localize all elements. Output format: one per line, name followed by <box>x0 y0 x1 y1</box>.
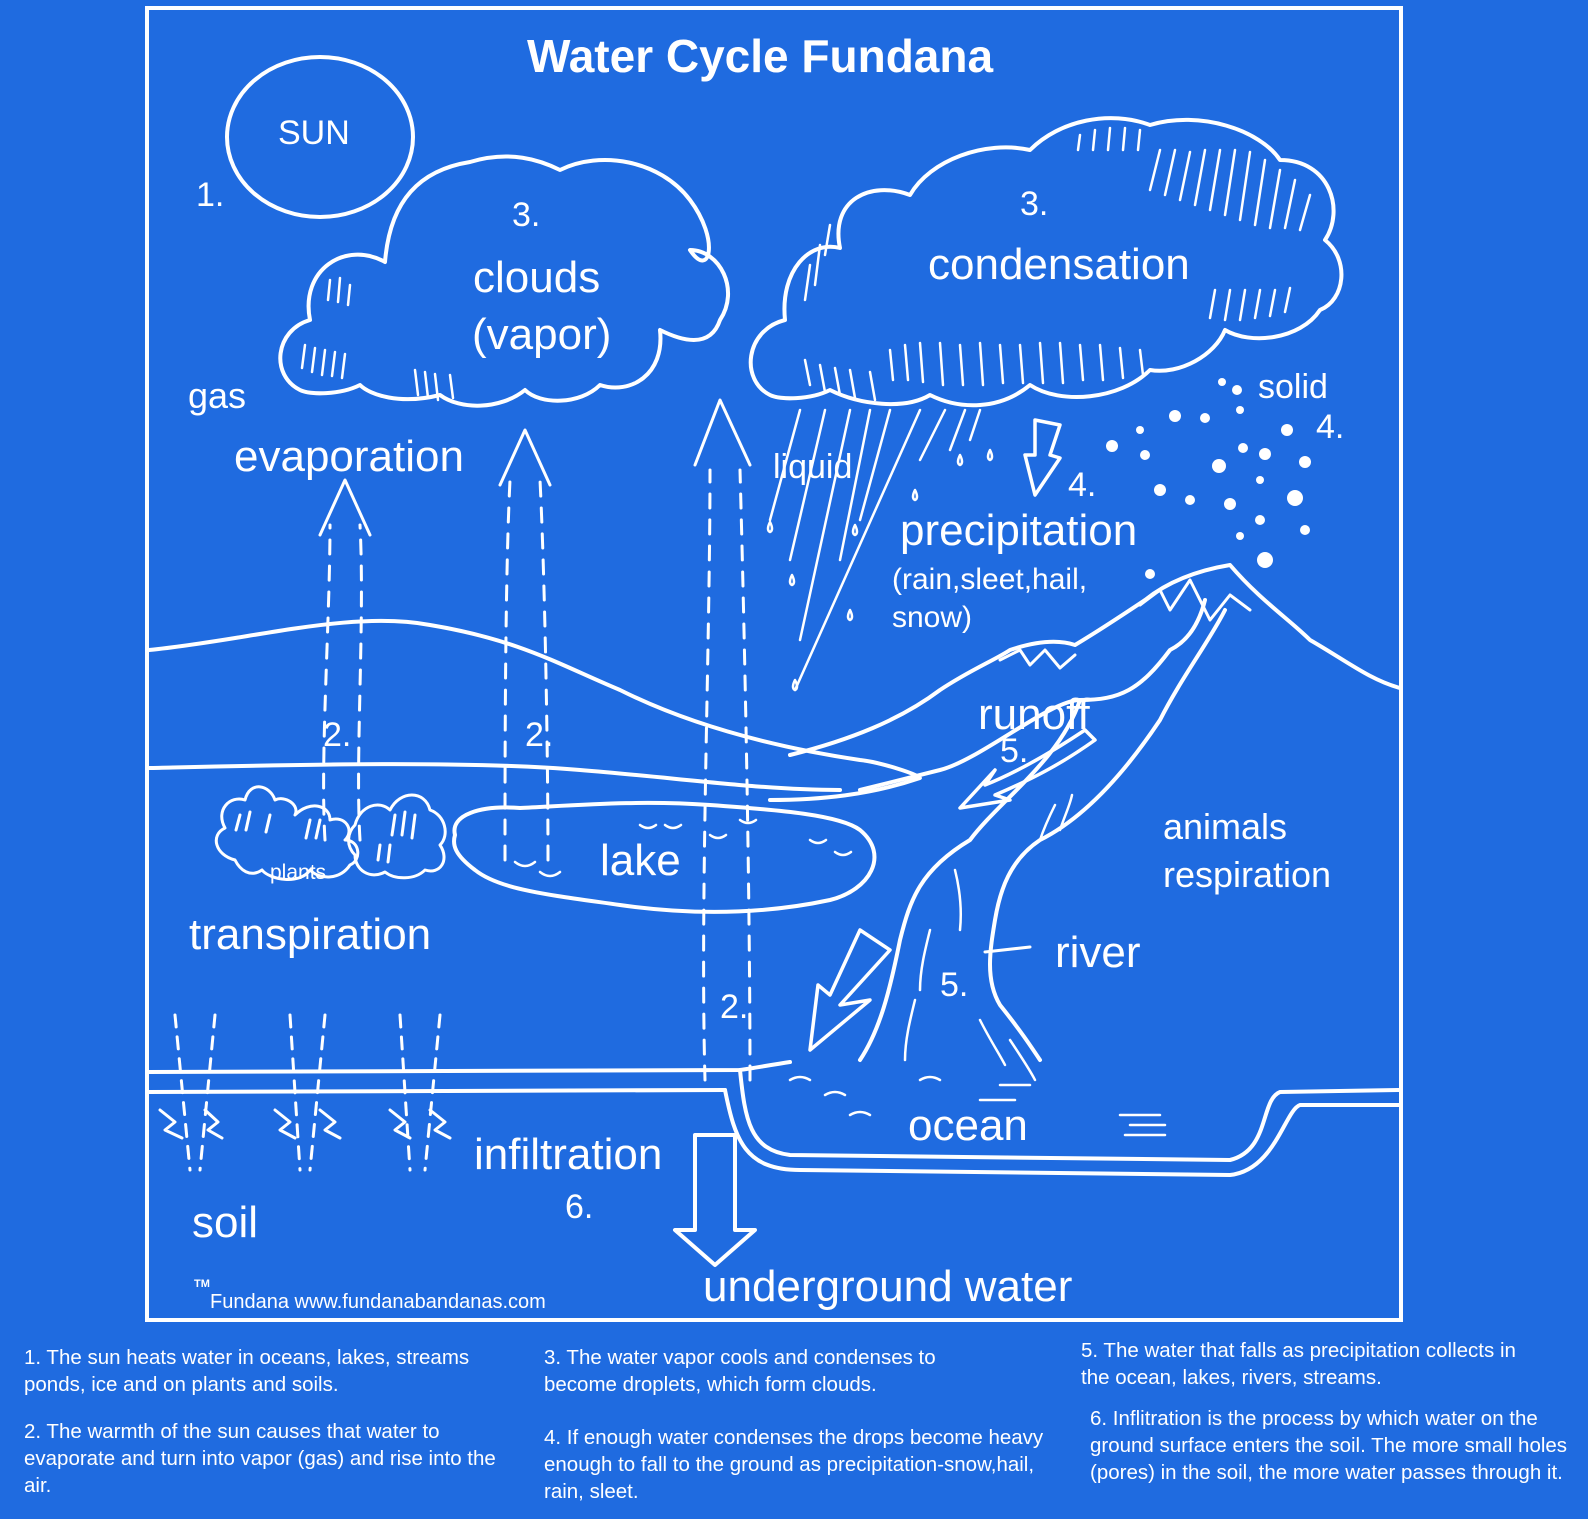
infiltration-step-number: 6. <box>565 1188 594 1226</box>
condensation-label: condensation <box>928 240 1190 289</box>
note-2: 2. The warmth of the sun causes that wat… <box>24 1420 496 1497</box>
sun-circle <box>225 55 415 219</box>
cloud-condensation-shading <box>803 126 1312 402</box>
step-2-label-c: 2. <box>720 988 749 1026</box>
vapor-label: (vapor) <box>472 310 612 359</box>
solid-label: solid <box>1258 368 1328 406</box>
precipitation-label: precipitation <box>900 506 1138 555</box>
underground-water-label: underground water <box>703 1262 1073 1311</box>
evaporation-arrowheads <box>318 398 752 537</box>
credit-line: Fundana www.fundanabandanas.com <box>210 1291 546 1313</box>
trademark-mark: TM <box>194 1278 210 1290</box>
far-hill <box>147 618 922 802</box>
snow-dots <box>1106 378 1311 579</box>
ground-line-top <box>147 1060 792 1074</box>
mountain-snowcap-left <box>998 648 1077 670</box>
lake-ripples <box>513 818 853 878</box>
infiltration-zigzags <box>158 1108 452 1140</box>
ocean-waves <box>788 1075 1167 1137</box>
middle-land <box>147 762 842 792</box>
animals-label: animals <box>1163 806 1288 847</box>
ocean-arrow <box>808 928 892 1052</box>
rain-streaks <box>768 408 982 692</box>
river-label: river <box>1055 928 1141 977</box>
runoff-arrow <box>958 728 1097 810</box>
cloud-vapor <box>278 154 731 408</box>
mountain-right <box>788 563 1402 757</box>
mountain-snowcap-right <box>1138 578 1252 622</box>
lake-outline <box>452 800 877 914</box>
runoff-label: runoff <box>978 690 1090 739</box>
soil-label: soil <box>192 1198 259 1247</box>
lake-label: lake <box>600 836 681 885</box>
underground-arrow <box>673 1133 757 1267</box>
clouds-step-number: 3. <box>512 196 541 234</box>
infiltration-label: infiltration <box>474 1130 663 1179</box>
note-3: 3. The water vapor cools and condenses t… <box>544 1346 936 1396</box>
infiltration-arrows <box>173 1013 442 1172</box>
precipitation-step-number: 4. <box>1068 466 1097 504</box>
respiration-label: respiration <box>1163 854 1332 895</box>
diagram-title: Water Cycle Fundana <box>527 30 994 82</box>
solid-step-number: 4. <box>1316 408 1345 446</box>
runoff-step-number: 5. <box>1000 732 1029 770</box>
step-2-label-b: 2. <box>525 716 554 754</box>
note-1: 1. The sun heats water in oceans, lakes,… <box>24 1346 470 1396</box>
note-5: 5. The water that falls as precipitation… <box>1081 1339 1516 1389</box>
river-banks <box>858 598 1227 1062</box>
step-2-label-a: 2. <box>323 716 352 754</box>
sun-label: SUN <box>278 114 350 152</box>
evaporation-label: evaporation <box>234 432 464 481</box>
diagram-frame <box>145 6 1403 1322</box>
step-1-label: 1. <box>196 176 225 214</box>
cloud-vapor-shading <box>300 276 455 402</box>
plants-label: plants <box>270 861 327 884</box>
note-6: 6. Inflitration is the process by which … <box>1090 1407 1568 1484</box>
condensation-step-number: 3. <box>1020 185 1049 223</box>
ocean-basin <box>723 1068 1402 1177</box>
river-pointer <box>983 945 1032 954</box>
river-step-number: 5. <box>940 966 969 1004</box>
gas-label: gas <box>188 375 247 416</box>
note-4: 4. If enough water condenses the drops b… <box>544 1426 1044 1503</box>
evaporation-arrows <box>322 468 752 1082</box>
ground-line-bottom <box>147 1088 727 1094</box>
ocean-label: ocean <box>908 1101 1028 1150</box>
precipitation-arrow <box>1023 418 1062 497</box>
river-ripples <box>903 793 1074 1082</box>
precipitation-types-line2: snow) <box>892 601 973 634</box>
cloud-condensation <box>748 116 1344 408</box>
precipitation-types-line1: (rain,sleet,hail, <box>892 563 1088 596</box>
rain-drops <box>766 448 994 692</box>
transpiration-label: transpiration <box>189 910 432 959</box>
liquid-label: liquid <box>773 448 853 486</box>
plants <box>214 785 447 881</box>
clouds-label: clouds <box>473 253 601 302</box>
